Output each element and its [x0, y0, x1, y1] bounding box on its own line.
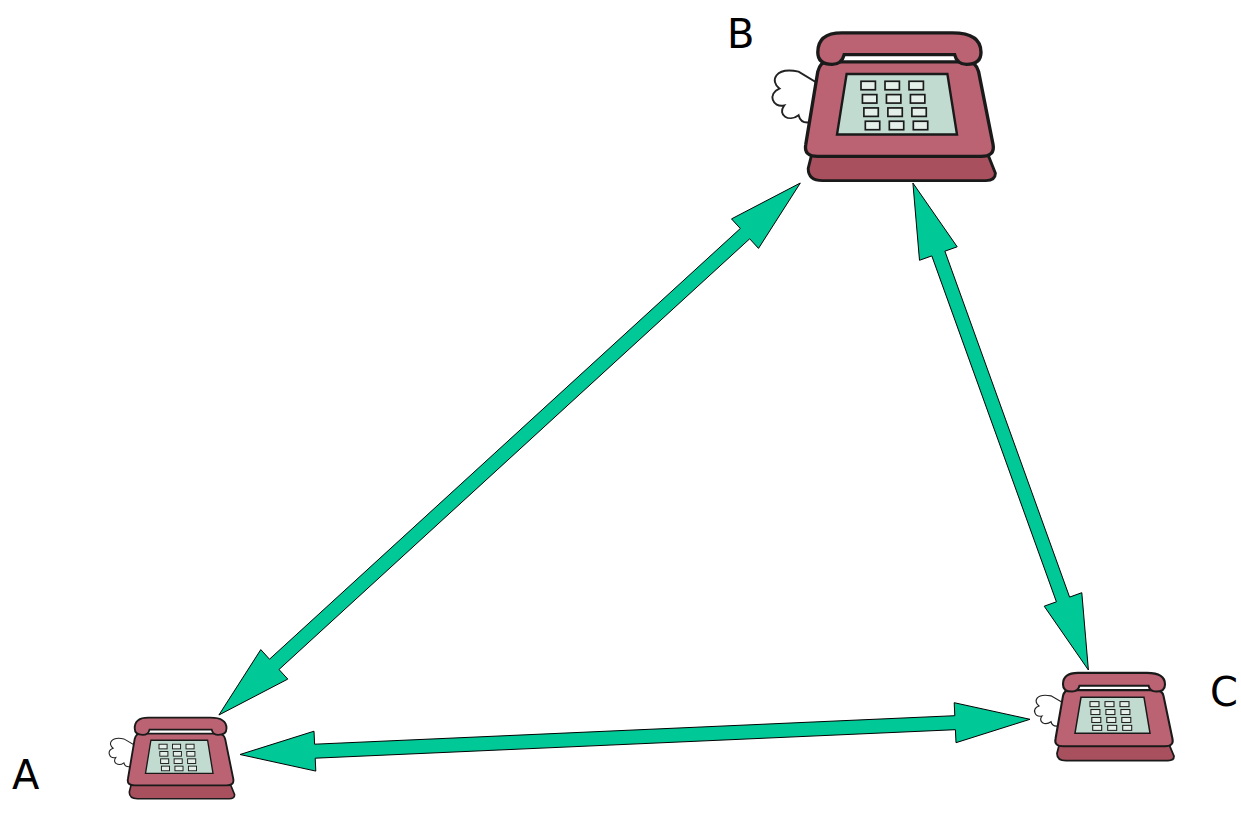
telephone-node: B	[765, 28, 1005, 183]
double-arrow	[913, 183, 1089, 670]
telephone-illustration	[105, 715, 240, 800]
double-arrow	[240, 703, 1030, 771]
telephone-illustration	[1030, 670, 1180, 762]
telephone-node: A	[105, 715, 240, 800]
node-label: B	[727, 14, 754, 54]
telephone-node: C	[1030, 670, 1180, 762]
node-label: C	[1210, 672, 1238, 712]
telephone-illustration	[765, 28, 1005, 183]
node-label: A	[12, 755, 39, 795]
double-arrow	[219, 183, 800, 715]
